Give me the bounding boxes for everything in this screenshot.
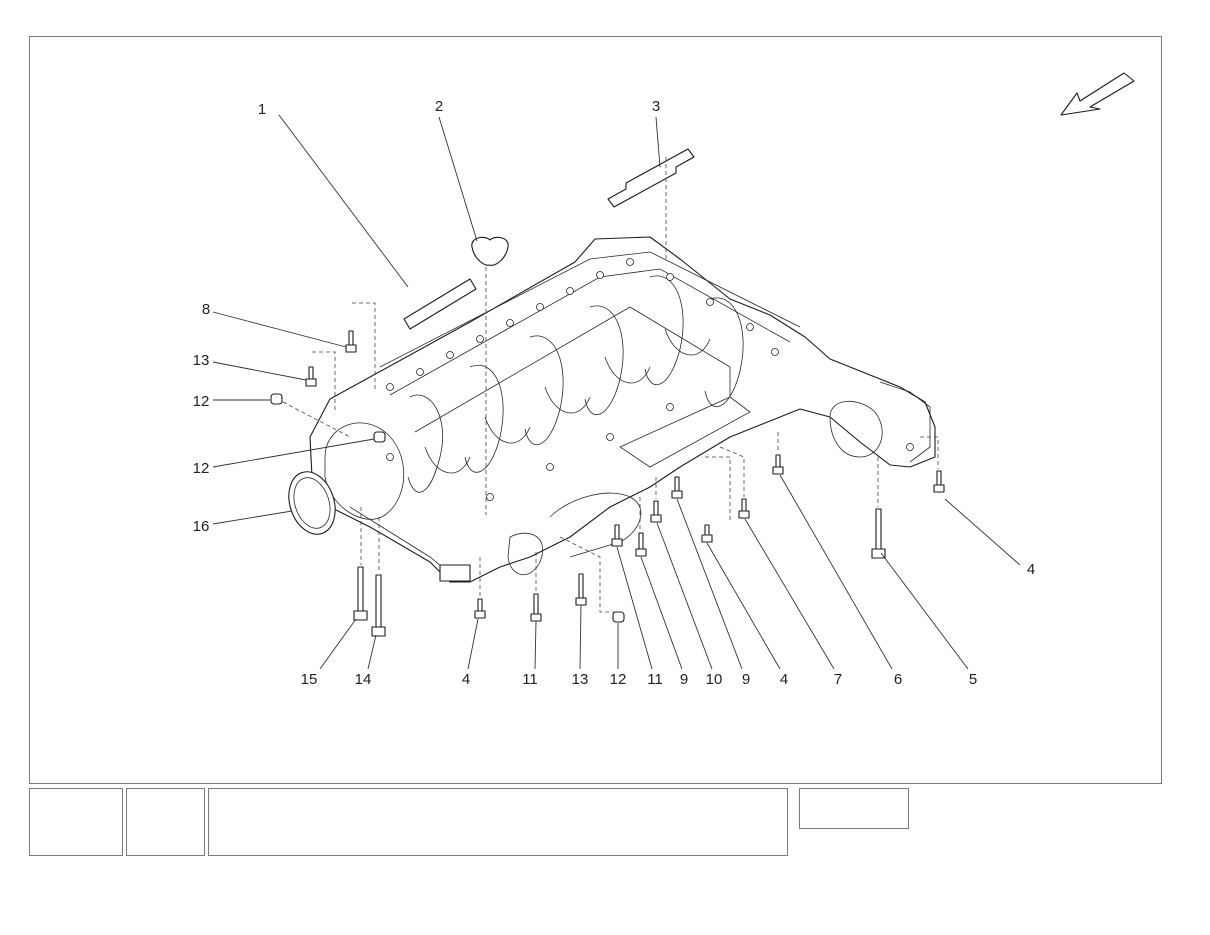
callout-4: 4 xyxy=(780,671,788,688)
title-block-cell-3 xyxy=(208,788,788,856)
exploded-parts-diagram: 1 2 3 8 13 12 12 16 4 15 14 4 11 13 12 1… xyxy=(193,72,1135,688)
gasket-1 xyxy=(403,278,477,330)
bolt-4b xyxy=(701,524,713,543)
leader-lines xyxy=(212,114,1021,670)
plug-12c xyxy=(612,611,625,623)
callout-3: 3 xyxy=(652,98,660,115)
engine-block xyxy=(309,236,936,583)
orientation-arrow-icon xyxy=(1060,72,1135,116)
bolt-11b xyxy=(611,524,623,547)
diagram-frame: 1 2 3 8 13 12 12 16 4 15 14 4 11 13 12 1… xyxy=(29,36,1162,784)
callout-10: 10 xyxy=(706,671,723,688)
callout-15: 15 xyxy=(301,671,318,688)
bolt-7 xyxy=(738,498,750,519)
gasket-3 xyxy=(607,148,695,208)
callout-12: 12 xyxy=(610,671,627,688)
callout-14: 14 xyxy=(355,671,372,688)
callout-16: 16 xyxy=(193,518,210,535)
callouts: 1 2 3 8 13 12 12 16 4 15 14 4 11 13 12 1… xyxy=(193,98,1036,688)
callout-1: 1 xyxy=(258,101,266,118)
bolt-8 xyxy=(345,330,357,353)
callout-5: 5 xyxy=(969,671,977,688)
callout-11: 11 xyxy=(647,671,663,688)
bolt-15 xyxy=(353,566,368,621)
bolt-4c xyxy=(933,470,945,493)
bolt-13b xyxy=(575,573,587,606)
callout-6: 6 xyxy=(894,671,902,688)
callout-13: 13 xyxy=(193,352,210,369)
bolt-11a xyxy=(530,593,542,622)
callout-9: 9 xyxy=(742,671,750,688)
callout-13: 13 xyxy=(572,671,589,688)
plug-12b xyxy=(373,431,386,443)
title-block-cell-1 xyxy=(29,788,123,856)
bolt-5 xyxy=(871,508,886,559)
bolt-13a xyxy=(305,366,317,387)
callout-12: 12 xyxy=(193,393,210,410)
title-block-cell-2 xyxy=(126,788,205,856)
bolt-14 xyxy=(371,574,386,637)
seal-2 xyxy=(471,236,509,266)
seal-ring-16 xyxy=(288,471,336,535)
bolt-9a xyxy=(635,532,647,557)
callout-4: 4 xyxy=(462,671,470,688)
callout-11: 11 xyxy=(522,671,538,688)
bolt-9b xyxy=(671,476,683,499)
bolt-6 xyxy=(772,454,784,475)
bolt-4a xyxy=(474,598,486,619)
callout-12: 12 xyxy=(193,460,210,477)
callout-4: 4 xyxy=(1027,561,1035,578)
callout-2: 2 xyxy=(435,98,443,115)
bolts xyxy=(270,330,945,637)
callout-7: 7 xyxy=(834,671,842,688)
alignment-lines xyxy=(282,157,939,613)
title-block-cell-4 xyxy=(799,788,909,829)
bolt-10 xyxy=(650,500,662,523)
callout-9: 9 xyxy=(680,671,688,688)
plug-12a xyxy=(270,393,283,405)
callout-8: 8 xyxy=(202,301,210,318)
deck-holes xyxy=(386,258,914,501)
